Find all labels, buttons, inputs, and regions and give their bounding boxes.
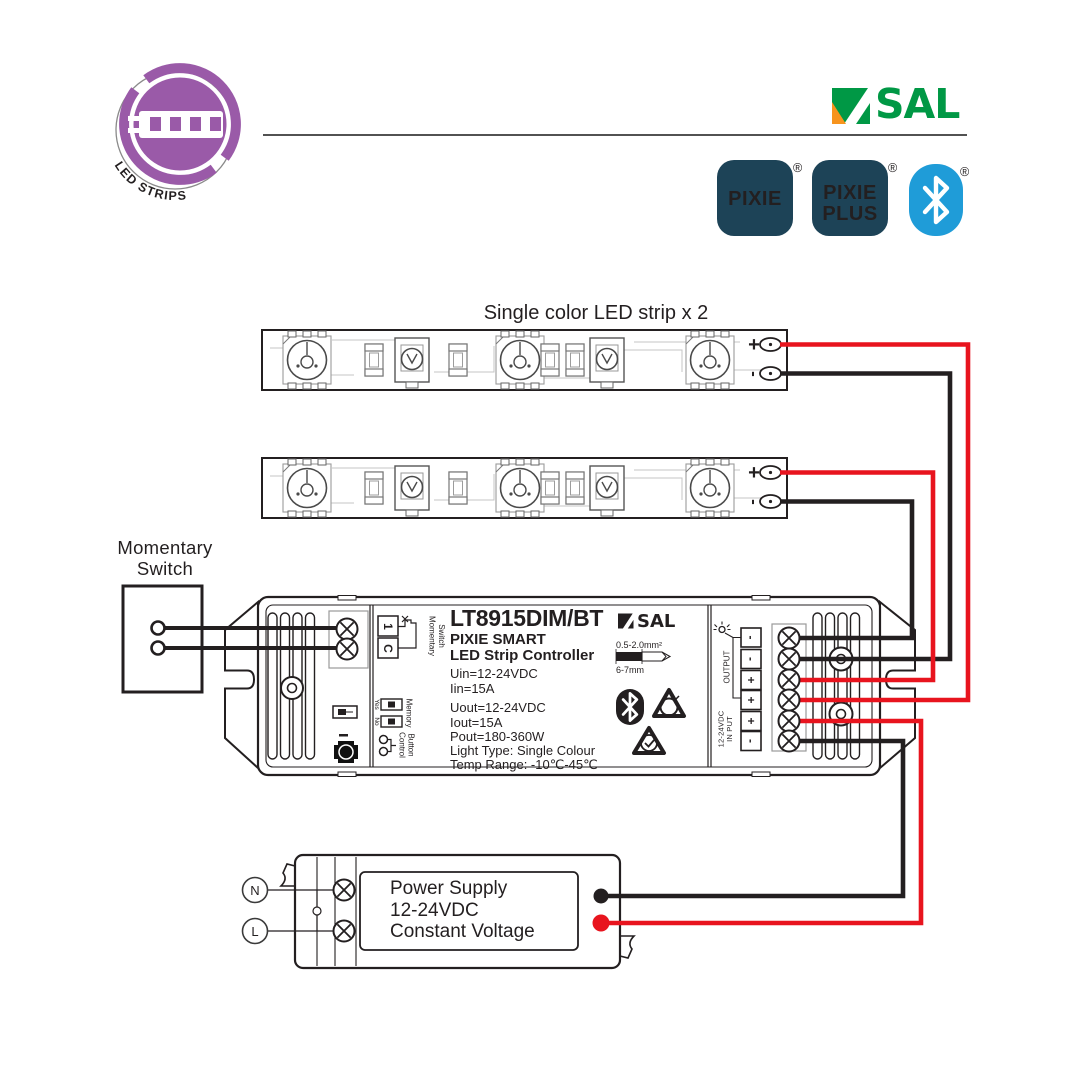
output-terminal-4 [777, 688, 801, 712]
psu-output-positive-dot [592, 914, 610, 932]
wire-strip1-positive [780, 342, 971, 703]
momentary-switch-label-line1: Momentary [117, 537, 213, 558]
mounting-tab [279, 863, 296, 887]
pixie-badge: PIXIE [717, 160, 793, 236]
sal-logo-mark [832, 88, 880, 124]
psu-terminal-l [332, 919, 356, 943]
wire-strip2-negative [780, 499, 915, 641]
polarity-label: - [744, 657, 758, 661]
switch-terminal [150, 620, 166, 636]
psu-label: Power Supply 12-24VDC Constant Voltage [390, 878, 535, 943]
pixie-plus-badge: PIXIE PLUS [812, 160, 888, 236]
momentary-port-label-1: Momentary [428, 616, 437, 656]
wire-input-negative [604, 738, 906, 899]
spec-uout: Uout=12-24VDC [450, 700, 546, 715]
controller-model: LT8915DIM/BT [450, 605, 604, 631]
spec-uin: Uin=12-24VDC [450, 666, 538, 681]
wire-gauge-size: 0.5-2.0mm² [616, 640, 663, 650]
power-supply: N L [241, 853, 636, 970]
led-strip-2 [262, 458, 787, 518]
input-terminal-positive [777, 709, 801, 733]
psu-label-line3: Constant Voltage [390, 921, 535, 942]
controller-brand: SAL [637, 611, 676, 632]
controller-body [256, 595, 882, 777]
output-terminal-2 [777, 647, 801, 671]
port-1-label: 1 [381, 623, 395, 630]
polarity-label: + [744, 696, 758, 703]
neutral-label: N [250, 883, 259, 898]
spec-temp-range: Temp Range: -10℃-45℃ [450, 757, 598, 772]
control-port [378, 746, 389, 757]
neutral-terminal [241, 876, 269, 904]
momentary-switch-label-line2: Switch [136, 558, 194, 579]
wire-gauge-icon [615, 649, 672, 664]
input-label-1: IN PUT [725, 716, 734, 742]
switch-schematic-icon [398, 615, 417, 649]
triangle-cert-icon [652, 688, 686, 718]
memory-no-label: No [373, 717, 380, 726]
polarity-label: + [744, 717, 758, 724]
spec-light-type: Light Type: Single Colour [450, 743, 596, 758]
mounting-tab [619, 935, 636, 959]
polarity-label: - [744, 636, 758, 640]
controller-product-line: PIXIE SMART [450, 631, 546, 648]
pixie-plus-line2: PLUS [822, 203, 877, 225]
pixie-plus-line1: PIXIE [823, 182, 877, 204]
push-button[interactable] [334, 741, 358, 763]
memory-label: Memory [405, 699, 414, 728]
psu-label-line1: Power Supply [390, 878, 508, 899]
diagram-title: Single color LED strip x 2 [483, 302, 709, 324]
registered-mark: ® [960, 165, 970, 179]
led-controller: 1 C Momentary Switch Yes No Memory Contr… [224, 595, 916, 777]
spec-iout: Iout=15A [450, 715, 503, 730]
control-port [378, 734, 389, 745]
led-strips-logo: LED STRIPS [112, 63, 241, 203]
psu-label-line2: 12-24VDC [390, 899, 479, 921]
controller-switch-terminal-c [335, 637, 359, 661]
rcm-mark-icon [632, 726, 666, 755]
controller-product-type: LED Strip Controller [450, 647, 595, 664]
sal-wordmark: SAL [875, 80, 960, 128]
lamp-icon [718, 625, 726, 634]
registered-mark: ® [888, 161, 898, 175]
wire-strip2-positive [780, 470, 936, 683]
live-label: L [251, 924, 258, 939]
pixie-badge-label: PIXIE [728, 188, 782, 210]
wire-gauge-strip-length: 6-7mm [616, 665, 645, 675]
control-label-2: Button [407, 733, 416, 756]
momentary-port-label-2: Switch [437, 624, 446, 648]
memory-yes-label: Yes [373, 699, 380, 710]
control-label-1: Control [398, 732, 407, 758]
momentary-switch-box [121, 584, 204, 694]
bluetooth-mark [616, 689, 644, 725]
wiring [158, 342, 971, 926]
output-terminal-1 [777, 626, 801, 650]
input-label-2: 12-24VDC [717, 710, 726, 747]
output-terminal-3 [777, 668, 801, 692]
polarity-label: + [744, 676, 758, 683]
output-label: OUTPUT [723, 650, 732, 683]
psu-output-negative-dot [593, 888, 609, 904]
port-c-label: C [381, 644, 395, 653]
bluetooth-badge [909, 164, 963, 236]
wire-strip1-negative [780, 371, 953, 662]
polarity-label: - [744, 739, 758, 743]
spec-iin: Iin=15A [450, 681, 495, 696]
controller-switch-terminal-1 [335, 617, 359, 641]
sal-logo-mark-mini [618, 613, 638, 629]
wire-input-positive [604, 718, 924, 926]
switch-terminal [150, 640, 166, 656]
psu-terminal-n [332, 878, 356, 902]
led-strip-1 [262, 330, 787, 390]
input-terminal-negative [777, 729, 801, 753]
psu-label-panel [359, 871, 579, 951]
registered-mark: ® [793, 161, 803, 175]
spec-pout: Pout=180-360W [450, 729, 545, 744]
output-input-ports: OUTPUT IN PUT 12-24VDC - - + + + - [713, 621, 762, 752]
live-terminal [241, 917, 269, 945]
left-mounting-flange [224, 599, 259, 771]
